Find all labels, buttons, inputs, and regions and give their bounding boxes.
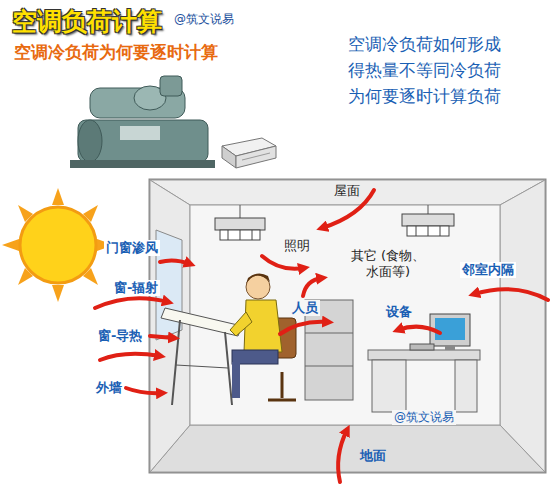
heat-arrow bbox=[95, 190, 548, 482]
drafting-table bbox=[161, 308, 242, 405]
load-label: 屋面 bbox=[332, 183, 362, 199]
load-label: 窗-导热 bbox=[96, 328, 144, 344]
person bbox=[230, 273, 296, 400]
chiller-unit bbox=[70, 76, 215, 168]
ceiling-lamp bbox=[402, 205, 454, 236]
computer-desk bbox=[368, 314, 480, 412]
watermark: @筑文说易 bbox=[392, 410, 456, 425]
topic-line: 空调冷负荷如何形成 bbox=[346, 34, 503, 55]
load-label: 地面 bbox=[358, 448, 388, 464]
topic-line: 为何要逐时计算负荷 bbox=[346, 86, 503, 107]
load-label: 门窗渗风 bbox=[104, 240, 160, 256]
ceiling-lamp bbox=[215, 205, 265, 240]
load-label: 其它 (食物、水面等) bbox=[330, 248, 446, 281]
load-label: 邻室内隔 bbox=[460, 262, 516, 278]
main-title: 空调负荷计算 bbox=[12, 6, 162, 37]
load-label: 外墙 bbox=[94, 380, 124, 396]
sun bbox=[2, 188, 114, 302]
load-label: 窗-辐射 bbox=[112, 280, 160, 296]
fan-coil-unit bbox=[222, 138, 276, 168]
load-label: 照明 bbox=[282, 238, 312, 254]
topic-line: 得热量不等同冷负荷 bbox=[346, 60, 503, 81]
watermark: @筑文说易 bbox=[172, 12, 236, 27]
load-label: 人员 bbox=[290, 300, 320, 316]
load-label: 设备 bbox=[384, 304, 414, 320]
subtitle: 空调冷负荷为何要逐时计算 bbox=[12, 42, 220, 63]
